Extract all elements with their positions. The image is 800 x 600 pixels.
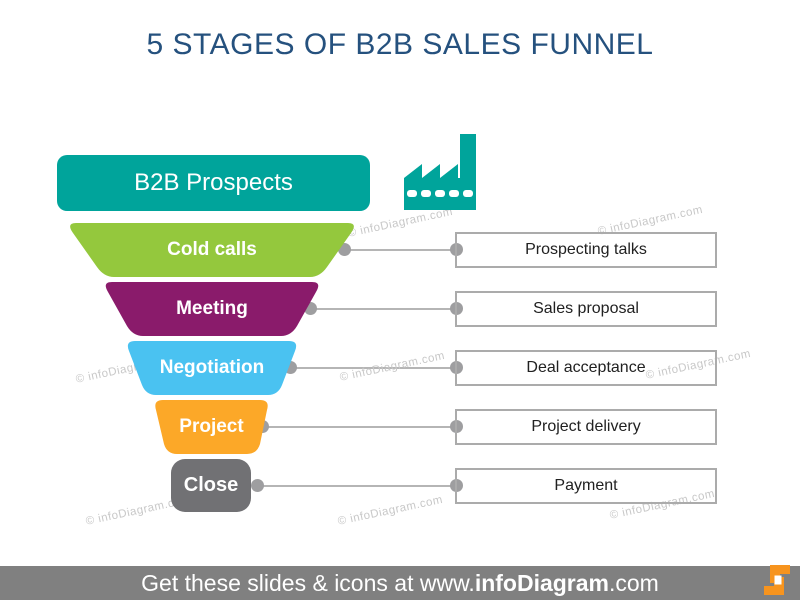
factory-icon — [404, 134, 476, 210]
outcome-box-deal-acceptance: Deal acceptance — [455, 350, 717, 386]
footer-text-suffix: .com — [609, 569, 659, 596]
outcome-box-payment: Payment — [455, 468, 717, 504]
stage-label-meeting: Meeting — [176, 298, 248, 319]
connector-dot — [251, 479, 264, 492]
connector-line-project — [262, 426, 456, 428]
footer-bar: Get these slides & icons at www.infoDiag… — [0, 565, 800, 600]
stage-label-negotiation: Negotiation — [159, 357, 265, 378]
outcome-box-sales-proposal: Sales proposal — [455, 291, 717, 327]
outcome-label: Prospecting talks — [525, 241, 647, 258]
connector-line-cold-calls — [344, 249, 456, 251]
connector-line-close — [257, 485, 456, 487]
footer-brand-link[interactable]: infoDiagram — [474, 569, 609, 596]
footer-text-prefix: Get these slides & icons at www. — [141, 569, 475, 596]
outcome-label: Sales proposal — [533, 300, 639, 317]
stage-label-prospects: B2B Prospects — [134, 169, 293, 196]
infodiagram-logo-icon — [764, 565, 790, 595]
connector-line-negotiation — [290, 367, 456, 369]
stage-label-cold-calls: Cold calls — [167, 239, 257, 260]
outcome-box-project-delivery: Project delivery — [455, 409, 717, 445]
connector-line-meeting — [310, 308, 456, 310]
outcome-box-prospecting-talks: Prospecting talks — [455, 232, 717, 268]
outcome-label: Deal acceptance — [526, 359, 646, 376]
outcome-label: Payment — [554, 477, 618, 494]
outcome-label: Project delivery — [531, 418, 641, 435]
page-title: 5 STAGES OF B2B SALES FUNNEL — [146, 28, 654, 61]
stage-label-close: Close — [183, 474, 239, 496]
watermark: © infoDiagram.com — [336, 493, 445, 528]
stage-label-project: Project — [179, 416, 244, 437]
